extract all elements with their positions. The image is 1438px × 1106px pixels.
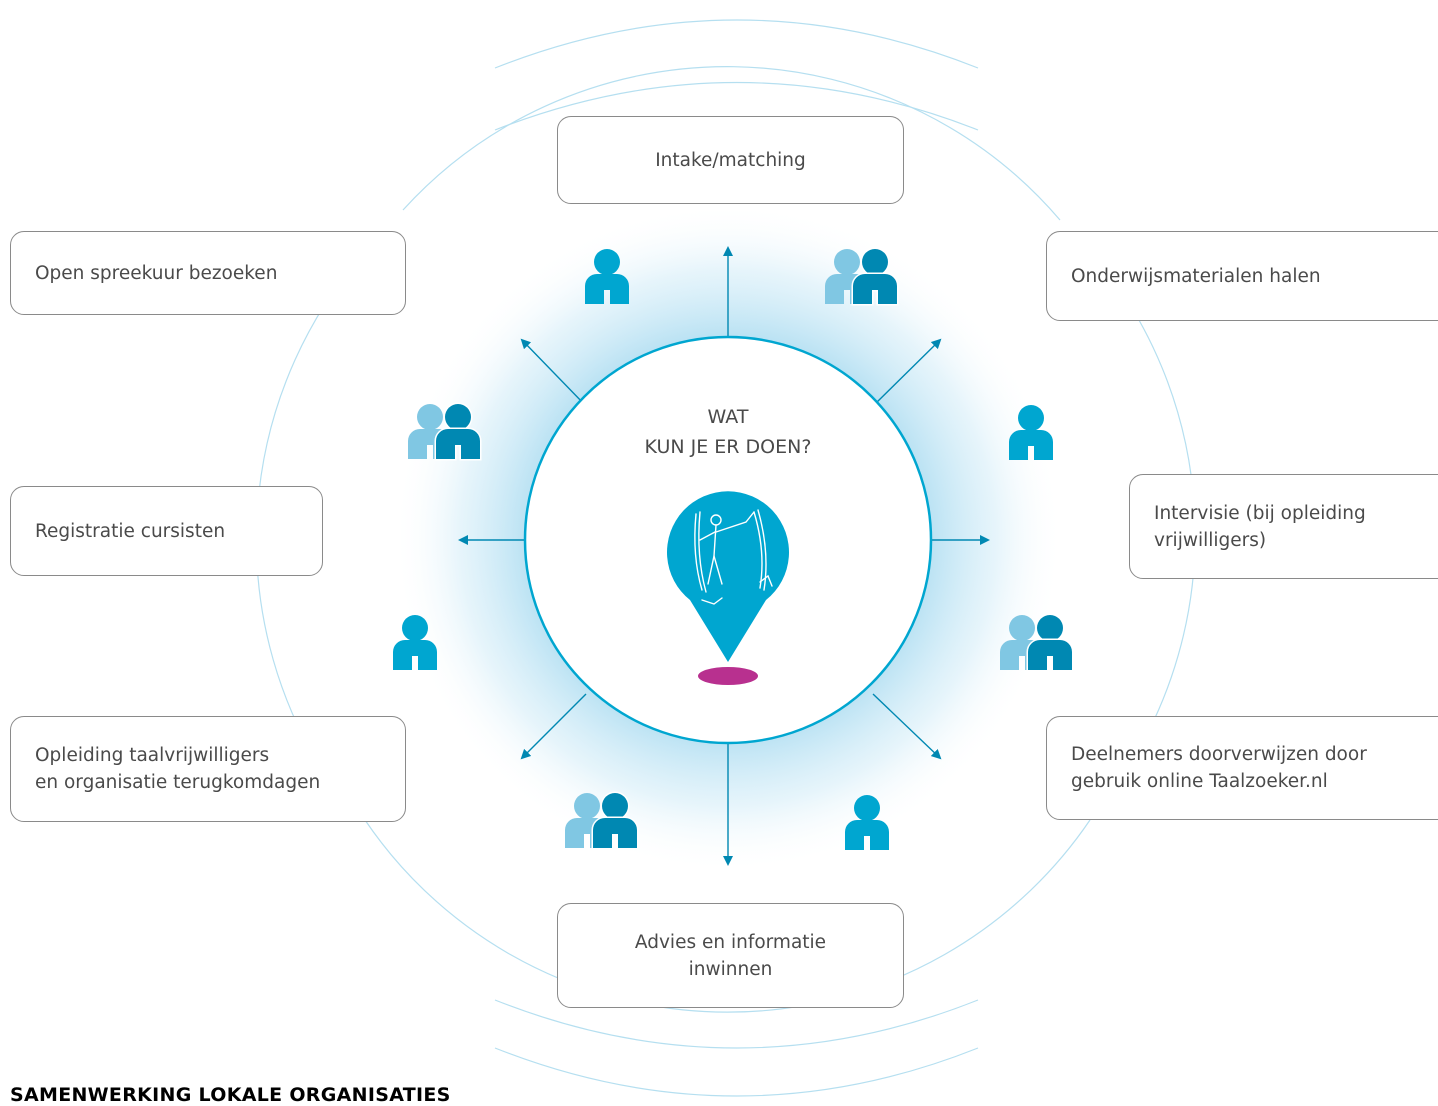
location-pin-icon: [667, 491, 789, 685]
activity-box-opleiding: Opleiding taalvrijwilligers en organisat…: [10, 716, 406, 822]
activity-box-deelnemers: Deelnemers doorverwijzen door gebruik on…: [1046, 716, 1438, 820]
pin-body: [667, 491, 789, 662]
activity-box-onderwijsmaterialen: Onderwijsmaterialen halen: [1046, 231, 1438, 321]
center-title: WAT KUN JE ER DOEN?: [644, 406, 812, 458]
activity-box-intervisie: Intervisie (bij opleiding vrijwilligers): [1129, 474, 1438, 579]
footer-heading: SAMENWERKING LOKALE ORGANISATIES: [10, 1084, 451, 1106]
activity-box-registratie: Registratie cursisten: [10, 486, 323, 576]
activity-box-open-spreekuur: Open spreekuur bezoeken: [10, 231, 406, 315]
arrow-up-left: [520, 338, 587, 407]
pin-shadow-ellipse: [698, 667, 758, 685]
outer-ring-top-1: [494, 81, 979, 131]
arrow-down-right: [872, 693, 942, 760]
outer-ring-bottom-1: [494, 999, 979, 1049]
arrows: [458, 246, 990, 866]
arrow-down-left: [520, 693, 587, 760]
outer-ring-inner: [402, 66, 1061, 221]
activity-box-advies: Advies en informatie inwinnen: [557, 903, 904, 1008]
outer-ring-top-2: [494, 19, 979, 69]
activity-box-intake: Intake/matching: [557, 116, 904, 204]
outer-ring-bottom-2: [494, 1047, 979, 1097]
arrow-up-right: [872, 338, 942, 407]
